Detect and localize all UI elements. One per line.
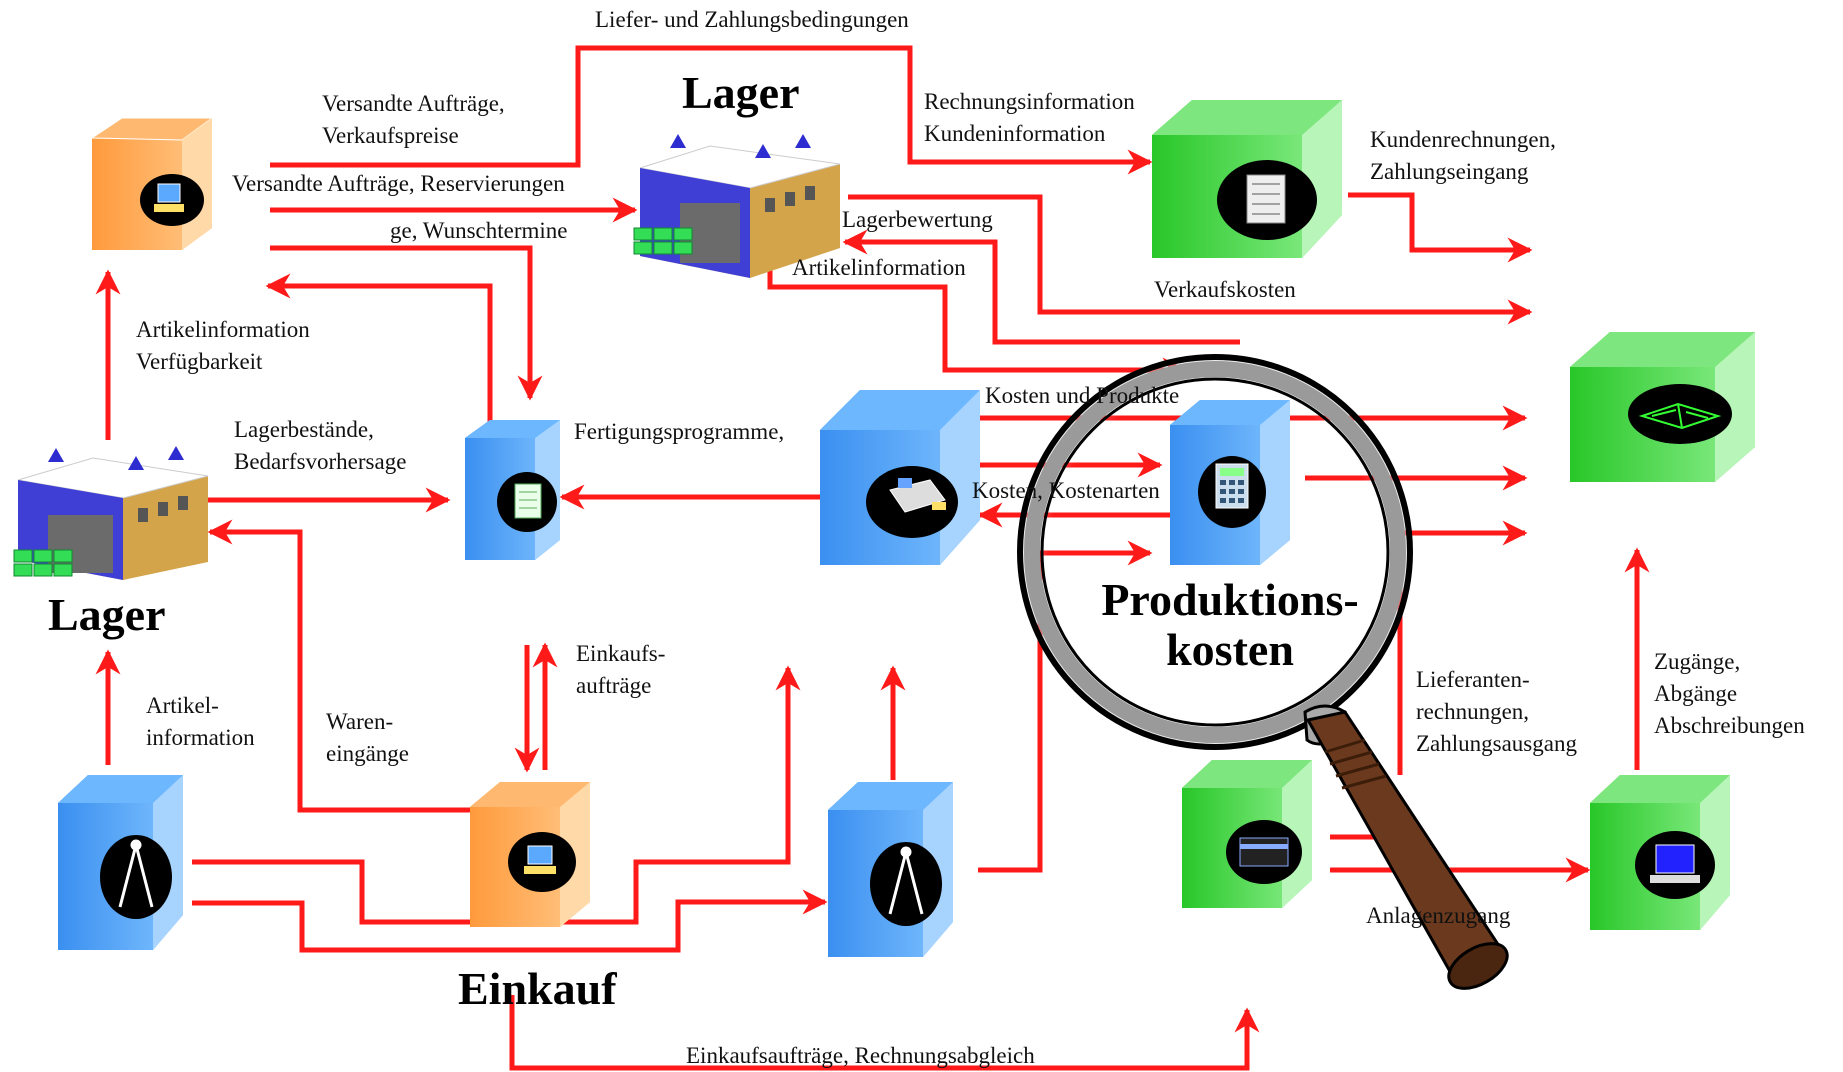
heading-lager-left: Lager — [48, 589, 166, 640]
label-versandte-auftraege: Versandte Aufträge, Verkaufspreise — [322, 91, 505, 148]
arrow-bottom-route — [509, 995, 1260, 1071]
document-icon — [1246, 174, 1286, 224]
blue-document-node — [465, 420, 560, 560]
arrow-artikel-back — [265, 273, 493, 425]
printer-icon — [889, 478, 946, 513]
magnifying-glass-icon — [1017, 354, 1509, 990]
credit-card-icon — [1239, 837, 1289, 867]
label-zugaenge: Zugänge, Abgänge Abschreibungen — [1654, 649, 1805, 738]
orange-terminal-node-bottom — [470, 782, 590, 927]
blue-printer-node — [820, 390, 980, 565]
heading-einkauf: Einkauf — [458, 963, 617, 1014]
label-lagerbewertung: Lagerbewertung — [842, 207, 993, 232]
lager-factory-left — [13, 446, 209, 580]
book-icon — [1638, 402, 1722, 430]
arrow-artikelinfo-top — [767, 258, 1188, 383]
label-anlagenzugang: Anlagenzugang — [1366, 903, 1511, 928]
arrow-liefer — [270, 45, 1153, 175]
label-wareneingaenge: Waren- eingänge — [326, 709, 410, 766]
arrow-compass-route2 — [192, 889, 828, 953]
label-kosten-arten: Kosten, Kostenarten — [972, 478, 1160, 503]
computer-terminal-icon — [154, 183, 184, 212]
arrow-kundenrechnungen — [1348, 192, 1533, 263]
label-rechnungsinfo: Rechnungsinformation Kundeninformation — [924, 89, 1135, 146]
green-book-node — [1570, 332, 1755, 482]
label-versandte-res: Versandte Aufträge, Reservierungen — [232, 171, 565, 196]
label-lieferanten: Lieferanten- rechnungen, Zahlungsausgang — [1416, 667, 1577, 756]
green-computer-node — [1590, 775, 1730, 930]
label-artikel-information: Artikel- information — [146, 693, 255, 750]
label-liefer: Liefer- und Zahlungsbedingungen — [595, 7, 909, 32]
orange-terminal-node-top — [90, 117, 214, 250]
arrow-lagerbewertung — [842, 229, 1240, 345]
compass-icon — [118, 839, 154, 908]
arrow-compass-route1 — [192, 665, 801, 925]
green-document-node — [1152, 100, 1342, 258]
label-artikel-verfuegbarkeit: Artikelinformation Verfügbarkeit — [136, 317, 310, 374]
heading-lager-top: Lager — [682, 67, 800, 118]
arrow-lager-back — [207, 519, 470, 813]
green-card-node — [1182, 760, 1312, 908]
label-einkaufsauftraege: Einkaufs- aufträge — [576, 641, 666, 698]
label-kosten-produkte: Kosten und Produkte — [985, 383, 1180, 408]
label-fertigungsprogramme: Fertigungsprogramme, — [574, 419, 785, 444]
lager-factory-top — [633, 134, 841, 278]
label-artikelinformation-top: Artikelinformation — [792, 255, 966, 280]
computer-terminal-icon — [524, 845, 556, 874]
label-wunschtermine: ge, Wunschtermine — [390, 218, 568, 243]
arrow-verkaufskosten — [848, 194, 1533, 325]
arrow-wunschtermine — [270, 245, 543, 401]
blue-compass-node-middle — [828, 782, 953, 957]
label-lagerbestaende: Lagerbestände, Bedarfsvorhersage — [234, 417, 407, 474]
blue-compass-node-left — [58, 775, 183, 950]
label-verkaufskosten: Verkaufskosten — [1154, 277, 1296, 302]
label-einkauf-rechnungsabgleich: Einkaufsaufträge, Rechnungsabgleich — [686, 1043, 1035, 1068]
heading-produktionskosten: Produktions- kosten — [1101, 574, 1359, 675]
document-icon — [514, 483, 542, 519]
computer-terminal-icon — [1650, 844, 1700, 883]
compass-icon — [888, 846, 924, 915]
label-kundenrechnungen: Kundenrechnungen, Zahlungseingang — [1370, 127, 1556, 184]
